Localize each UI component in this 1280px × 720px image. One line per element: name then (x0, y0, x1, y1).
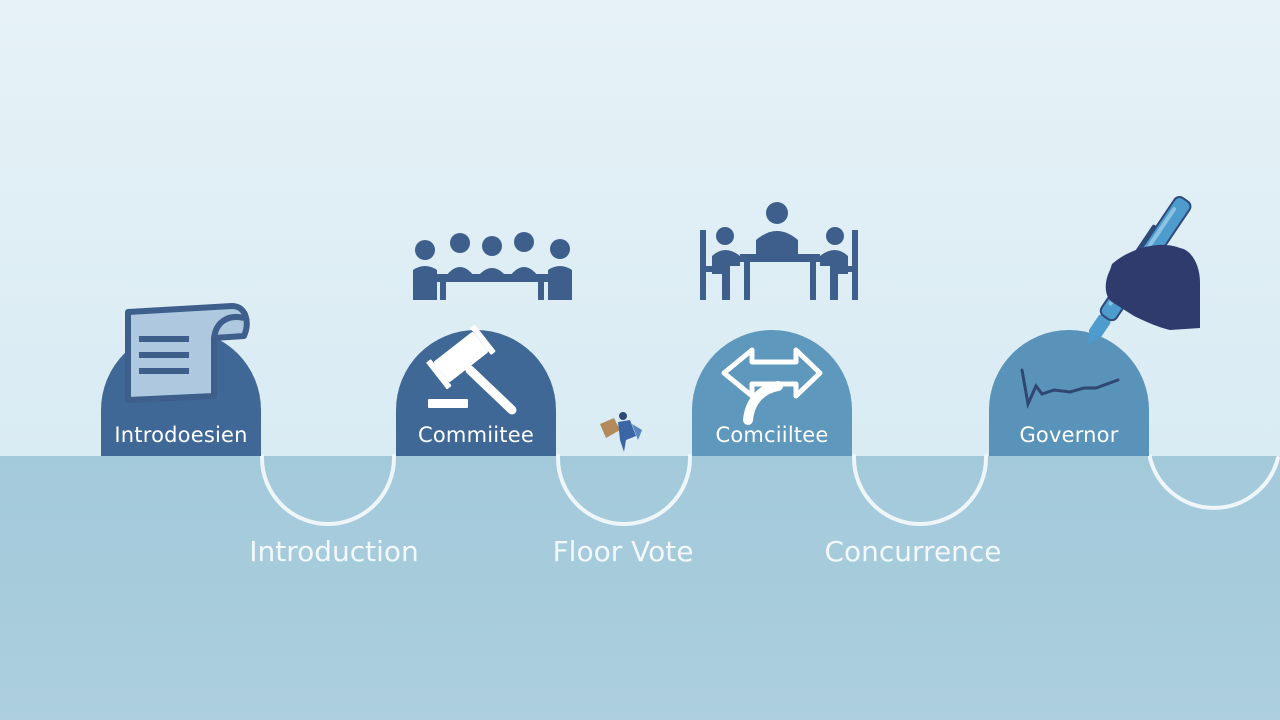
double-arrow-icon (721, 347, 823, 425)
stage-label-committee: Commiitee (418, 423, 534, 447)
committee-meeting-icon (413, 232, 572, 300)
step-label-concurrence: Concurrence (824, 535, 1002, 568)
step-label-floor-vote: Floor Vote (552, 535, 694, 568)
stage-label-concurrence: Comciiltee (715, 423, 829, 447)
scroll-document-icon (125, 303, 250, 403)
step-label-introduction: Introduction (249, 535, 419, 568)
stage-label-introduction: Introdoesien (114, 423, 248, 447)
connector-4 (1148, 454, 1280, 510)
ground-background (0, 456, 1280, 720)
gavel-icon (426, 324, 517, 415)
hand-pen-icon (1088, 196, 1200, 344)
connectors (260, 454, 1280, 526)
connector-1 (260, 454, 396, 526)
stage-dome-concurrence (692, 330, 852, 456)
small-figure-icon (600, 412, 642, 452)
conference-table-icon (700, 202, 858, 300)
stage-label-governor: Governor (1019, 423, 1119, 447)
connector-3 (852, 454, 988, 526)
connector-2 (556, 454, 692, 526)
signature-icon (1020, 368, 1120, 410)
